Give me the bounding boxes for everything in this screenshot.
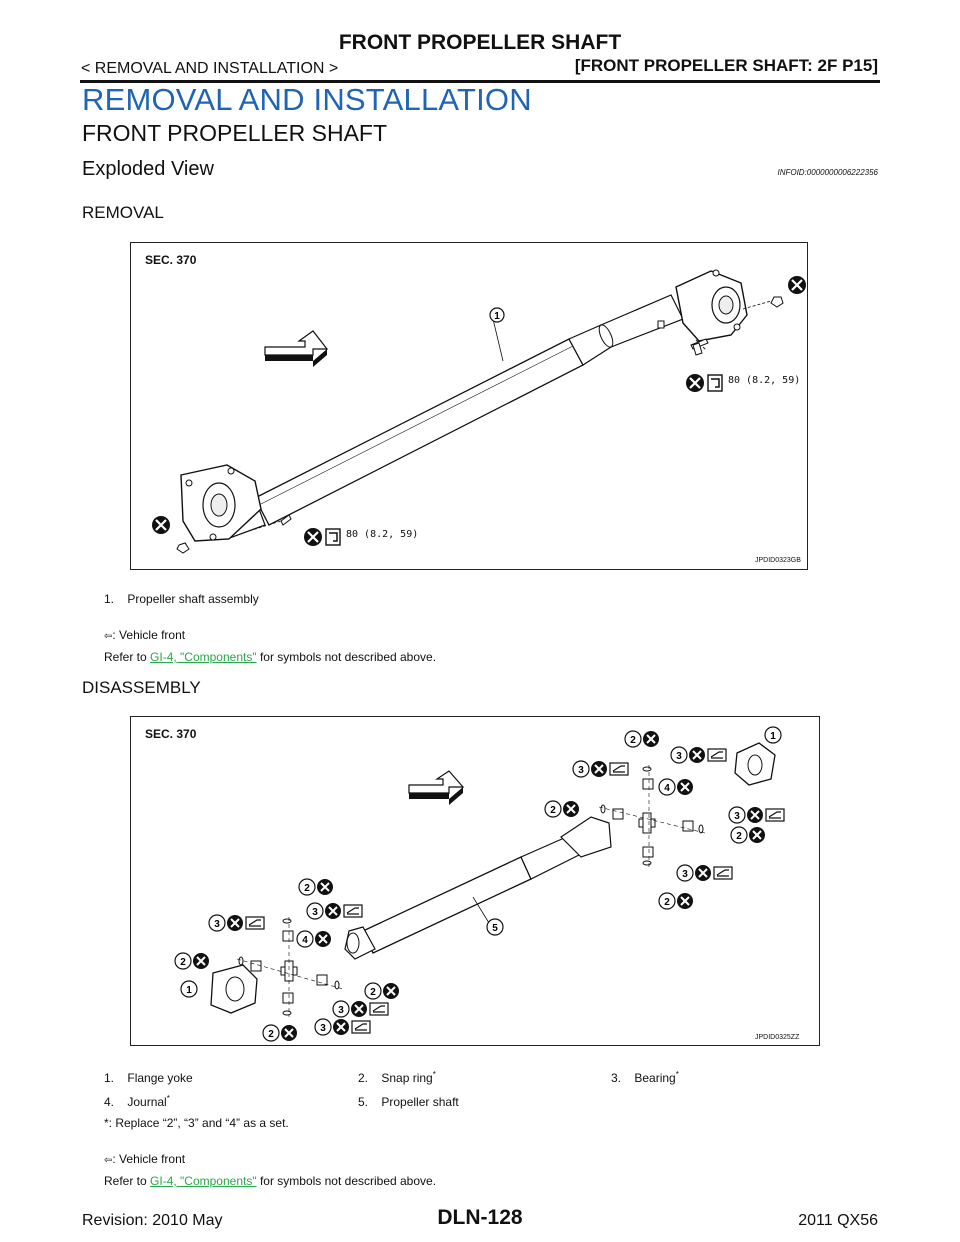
subsection-heading: FRONT PROPELLER SHAFT	[82, 120, 388, 146]
figure-code: JPDID0325ZZ	[755, 1034, 800, 1041]
bearing-icon	[282, 992, 294, 1004]
svg-text:2: 2	[630, 735, 636, 746]
legend-item: 1. Flange yoke	[104, 1071, 193, 1085]
svg-text:3: 3	[734, 811, 740, 822]
page-header-title: FRONT PROPELLER SHAFT	[338, 31, 622, 54]
legend-item: 2. Snap ring*	[358, 1070, 436, 1085]
svg-text:3: 3	[682, 869, 688, 880]
torque-wrench-icon	[707, 374, 723, 392]
topic-heading: Exploded View	[82, 158, 214, 180]
do-not-reuse-icon	[788, 276, 806, 294]
svg-text:2: 2	[550, 805, 556, 816]
bearing-icon	[642, 846, 654, 858]
revision: Revision: 2010 May	[82, 1212, 223, 1229]
svg-text:2: 2	[664, 897, 670, 908]
journal-icon	[280, 960, 298, 982]
snap-ring-icon	[282, 1010, 292, 1016]
vehicle-front-arrow-icon	[408, 770, 465, 805]
svg-text:3: 3	[312, 907, 318, 918]
svg-text:2: 2	[304, 883, 310, 894]
svg-text:2: 2	[370, 987, 376, 998]
svg-text:1: 1	[770, 731, 776, 742]
bearing-icon	[316, 974, 328, 986]
snap-ring-icon	[334, 980, 340, 990]
legend-item: 1. Propeller shaft assembly	[104, 592, 259, 606]
do-not-reuse-icon	[152, 516, 170, 534]
bearing-icon	[642, 778, 654, 790]
replace-note: *: Replace “2”, “3” and “4” as a set.	[104, 1116, 289, 1130]
disassembly-figure: SEC. 370	[130, 716, 820, 1046]
removal-diagram: 1	[152, 269, 806, 554]
svg-text:2: 2	[736, 831, 742, 842]
propeller-shaft-icon	[176, 269, 784, 554]
legend-item: 5. Propeller shaft	[358, 1095, 459, 1109]
svg-text:2: 2	[268, 1029, 274, 1040]
svg-text:5: 5	[492, 923, 498, 934]
svg-text:3: 3	[578, 765, 584, 776]
removal-figure: SEC. 370	[130, 242, 808, 570]
disassembly-diagram: 2 3 3 4 2 1 2 3 3 2 5 1 2 3 3 4 2 3 2 3 2	[174, 726, 785, 1042]
components-link[interactable]: GI-4, "Components"	[150, 1174, 257, 1188]
refer-note: Refer to GI-4, "Components" for symbols …	[104, 1174, 437, 1188]
sec-label: SEC. 370	[145, 727, 197, 741]
disassembly-heading: DISASSEMBLY	[82, 678, 201, 697]
snap-ring-icon	[642, 766, 652, 772]
flange-yoke-icon	[210, 964, 258, 1014]
svg-text:3: 3	[338, 1005, 344, 1016]
flange-yoke-icon	[734, 742, 776, 786]
breadcrumb: < REMOVAL AND INSTALLATION >	[81, 60, 339, 77]
snap-ring-icon	[600, 804, 606, 814]
figure-code: JPDID0323GB	[755, 557, 801, 564]
svg-text:3: 3	[214, 919, 220, 930]
sec-label: SEC. 370	[145, 253, 197, 267]
journal-icon	[638, 812, 656, 834]
svg-text:3: 3	[320, 1023, 326, 1034]
vehicle-front-note: ⇦: Vehicle front	[104, 1152, 186, 1166]
callout-1: 1	[494, 311, 500, 322]
legend-item: 3. Bearing*	[611, 1070, 679, 1085]
torque-spec: 80 (8.2, 59)	[346, 529, 419, 540]
propeller-shaft-icon	[344, 816, 612, 960]
bearing-icon	[682, 820, 694, 832]
legend-item: 4. Journal*	[104, 1094, 170, 1109]
front-arrow-icon: ⇦	[104, 1155, 113, 1166]
vehicle-front-arrow-icon	[264, 330, 329, 367]
components-link[interactable]: GI-4, "Components"	[150, 650, 257, 664]
vehicle-front-note: ⇦: Vehicle front	[104, 628, 186, 642]
legend-text: Propeller shaft assembly	[127, 592, 259, 606]
svg-text:1: 1	[186, 985, 192, 996]
model-year: 2011 QX56	[798, 1212, 878, 1229]
header-divider	[80, 80, 880, 83]
do-not-reuse-icon	[304, 528, 322, 546]
snap-ring-icon	[282, 918, 292, 924]
info-id: INFOID:0000000006222356	[777, 168, 878, 177]
removal-heading: REMOVAL	[82, 203, 164, 222]
section-heading: REMOVAL AND INSTALLATION	[82, 82, 532, 117]
refer-note: Refer to GI-4, "Components" for symbols …	[104, 650, 437, 664]
page-number: DLN-128	[437, 1206, 523, 1229]
svg-text:4: 4	[302, 935, 308, 946]
svg-text:3: 3	[676, 751, 682, 762]
bearing-icon	[612, 808, 624, 820]
bearing-icon	[282, 930, 294, 942]
section-tag: [FRONT PROPELLER SHAFT: 2F P15]	[574, 56, 878, 75]
torque-wrench-icon	[325, 528, 341, 546]
snap-ring-icon	[698, 824, 704, 834]
do-not-reuse-icon	[686, 374, 704, 392]
snap-ring-icon	[238, 956, 244, 966]
front-arrow-icon: ⇦	[104, 631, 113, 642]
bearing-icon	[250, 960, 262, 972]
svg-text:4: 4	[664, 783, 670, 794]
snap-ring-icon	[642, 860, 652, 866]
legend-num: 1.	[104, 592, 115, 606]
torque-spec: 80 (8.2, 59)	[728, 375, 801, 386]
svg-text:2: 2	[180, 957, 186, 968]
